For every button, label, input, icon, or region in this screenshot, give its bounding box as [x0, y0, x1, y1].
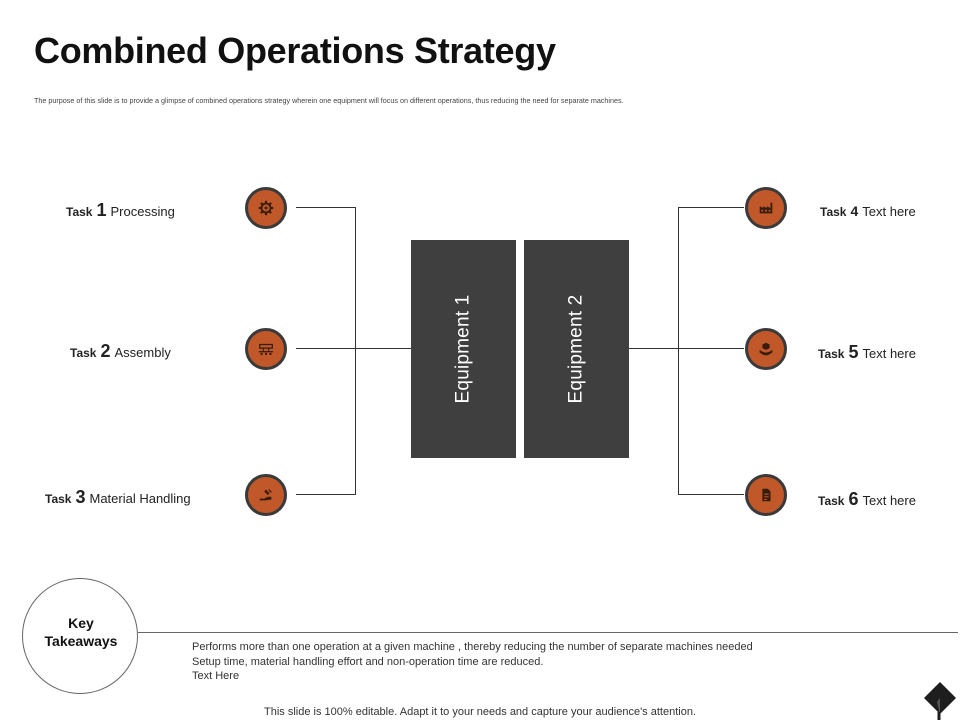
equipment-1-block: Equipment 1: [411, 240, 516, 458]
key-takeaways-divider: [138, 632, 958, 633]
task-2-label: Task 2 Assembly: [70, 341, 171, 361]
task-1-label: Task 1 Processing: [66, 200, 175, 220]
key-takeaway-line: Setup time, material handling effort and…: [192, 655, 544, 668]
corner-diamond-icon: [924, 682, 956, 720]
connector-right-spine: [678, 207, 679, 495]
equipment-1-label: Equipment 1: [452, 294, 474, 404]
key-takeaways-circle: [22, 578, 138, 694]
connector-task-5: [628, 348, 744, 349]
connector-task-1: [296, 207, 356, 208]
factory-icon: [745, 187, 787, 229]
key-takeaway-line: Text Here: [192, 670, 240, 682]
footer-note: This slide is 100% editable. Adapt it to…: [264, 706, 696, 718]
connector-left-spine: [355, 207, 356, 495]
page-title: Combined Operations Strategy: [34, 30, 556, 71]
hand-box-icon: [745, 328, 787, 370]
page-subtitle: The purpose of this slide is to provide …: [34, 96, 624, 105]
assembly-line-icon: [245, 328, 287, 370]
task-3-label: Task 3 Material Handling: [45, 487, 191, 507]
connector-task-2: [296, 348, 411, 349]
equipment-2-block: Equipment 2: [524, 240, 629, 458]
key-takeaways-label: Key Takeaways: [44, 615, 118, 649]
key-takeaway-line: Performs more than one operation at a gi…: [192, 641, 753, 653]
gear-icon: [245, 187, 287, 229]
equipment-2-label: Equipment 2: [565, 294, 587, 404]
hand-handling-icon: [245, 474, 287, 516]
connector-task-3: [296, 494, 356, 495]
key-takeaways-text: Performs more than one operation at a gi…: [192, 640, 753, 684]
task-6-label: Task 6 Text here: [818, 489, 916, 509]
task-5-label: Task 5 Text here: [818, 342, 916, 362]
document-icon: [745, 474, 787, 516]
connector-task-6: [678, 494, 744, 495]
connector-task-4: [678, 207, 744, 208]
task-4-label: Task 4 Text here: [820, 203, 916, 219]
